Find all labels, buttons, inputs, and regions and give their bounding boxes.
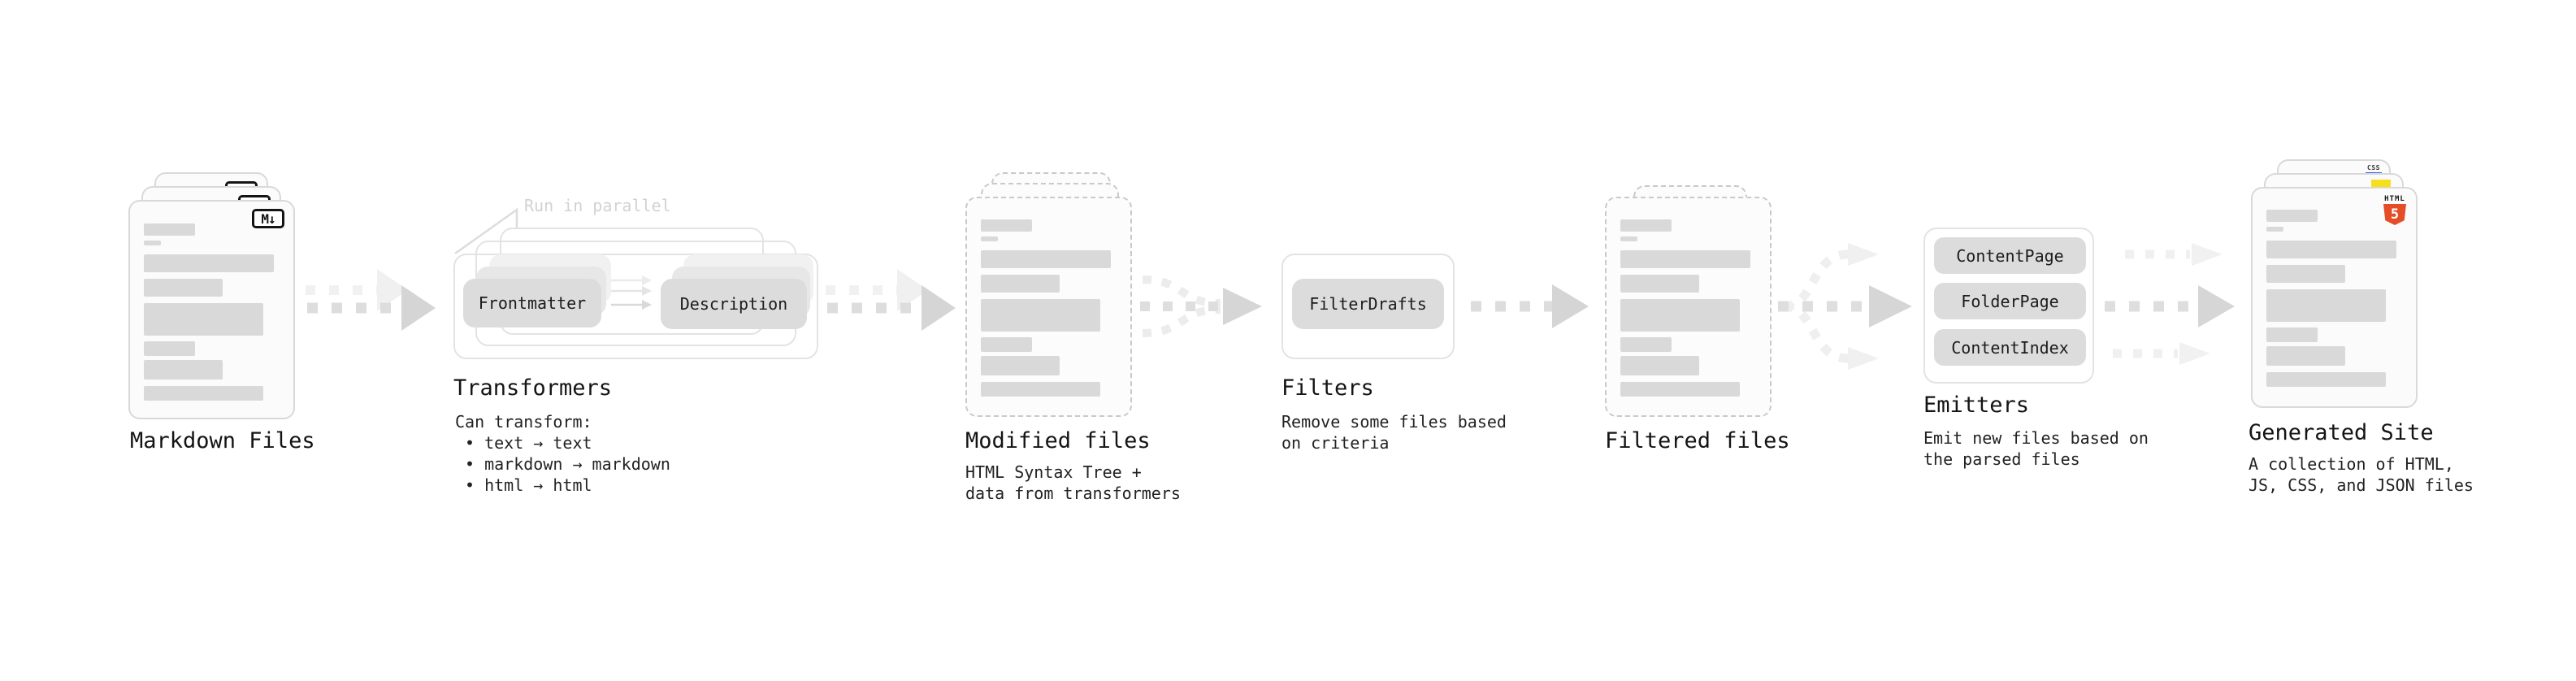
arrow-filters-to-filtered bbox=[1471, 284, 1589, 328]
file-card-front bbox=[1605, 197, 1772, 417]
text-line-placeholder bbox=[981, 299, 1100, 332]
text-line-placeholder bbox=[2266, 241, 2396, 258]
card-content-placeholder bbox=[1620, 219, 1750, 397]
text-line-placeholder bbox=[1620, 356, 1699, 375]
transformers-bullet: • markdown → markdown bbox=[465, 454, 670, 474]
text-line-placeholder bbox=[144, 386, 263, 401]
text-line-placeholder bbox=[1620, 337, 1672, 352]
text-line-placeholder bbox=[981, 337, 1032, 352]
node-contentpage: ContentPage bbox=[1934, 237, 2086, 274]
modified-files-subtitle: data from transformers bbox=[965, 484, 1181, 503]
stage-title-generated-site: Generated Site bbox=[2249, 420, 2434, 445]
run-in-parallel-label: Run in parallel bbox=[524, 196, 671, 215]
stage-title-filtered-files: Filtered files bbox=[1605, 428, 1790, 453]
arrow-modified-to-filters bbox=[1140, 275, 1262, 337]
node-description: Description bbox=[661, 279, 807, 329]
card-content-placeholder bbox=[2266, 210, 2396, 387]
text-line-placeholder bbox=[2266, 346, 2345, 366]
arrow-transformers-to-modified bbox=[826, 269, 956, 331]
transformers-frame-front bbox=[453, 254, 818, 359]
html5-icon: HTML 5 bbox=[2383, 195, 2406, 225]
node-label: Description bbox=[679, 294, 788, 314]
arrow-filtered-to-emitters bbox=[1778, 243, 1912, 370]
html5-icon-label: HTML bbox=[2384, 195, 2405, 203]
node-contentindex: ContentIndex bbox=[1934, 329, 2086, 366]
filters-frame bbox=[1281, 254, 1455, 359]
stage-title-filters: Filters bbox=[1281, 375, 1374, 401]
text-line-placeholder bbox=[144, 279, 223, 297]
transformers-bullet: • text → text bbox=[465, 433, 592, 453]
stage-title-markdown-files: Markdown Files bbox=[130, 428, 315, 453]
text-line-placeholder bbox=[2266, 289, 2386, 322]
node-label: FilterDrafts bbox=[1309, 294, 1427, 314]
html5-icon-number: 5 bbox=[2390, 206, 2400, 223]
emitters-subtitle: Emit new files based on bbox=[1923, 428, 2149, 448]
text-line-placeholder bbox=[1620, 275, 1699, 293]
file-card-front: M↓ bbox=[128, 200, 295, 419]
text-line-placeholder bbox=[2266, 210, 2318, 222]
filters-subtitle: Remove some files based bbox=[1281, 412, 1507, 432]
parallel-arrows-icon bbox=[611, 275, 652, 310]
text-line-placeholder bbox=[981, 219, 1032, 232]
file-card-front bbox=[965, 197, 1132, 417]
text-line-placeholder bbox=[144, 223, 195, 236]
callout-leader-line bbox=[454, 207, 518, 255]
node-label: Frontmatter bbox=[478, 293, 587, 313]
arrow-emitters-to-generated bbox=[2105, 243, 2235, 365]
text-line-placeholder bbox=[1620, 236, 1637, 241]
transformers-bullet: • html → html bbox=[465, 475, 592, 495]
text-line-placeholder bbox=[981, 236, 998, 241]
node-label: ContentIndex bbox=[1951, 337, 2069, 358]
emitters-frame bbox=[1923, 228, 2094, 384]
node-label: FolderPage bbox=[1961, 291, 2059, 311]
markdown-icon: M↓ bbox=[252, 209, 284, 228]
node-folderpage: FolderPage bbox=[1934, 283, 2086, 319]
generated-site-subtitle: JS, CSS, and JSON files bbox=[2249, 475, 2474, 495]
node-label: ContentPage bbox=[1956, 245, 2064, 266]
text-line-placeholder bbox=[2266, 372, 2386, 387]
stage-title-modified-files: Modified files bbox=[965, 428, 1151, 453]
generated-site-subtitle: A collection of HTML, bbox=[2249, 454, 2454, 474]
markdown-icon-glyph: M↓ bbox=[261, 210, 275, 227]
text-line-placeholder bbox=[144, 254, 274, 272]
text-line-placeholder bbox=[144, 341, 195, 356]
text-line-placeholder bbox=[1620, 250, 1750, 268]
text-line-placeholder bbox=[144, 360, 223, 380]
card-content-placeholder bbox=[144, 223, 274, 401]
text-line-placeholder bbox=[1620, 382, 1740, 397]
filters-subtitle: on criteria bbox=[1281, 433, 1390, 453]
node-frontmatter: Frontmatter bbox=[463, 279, 601, 327]
node-filterdrafts: FilterDrafts bbox=[1292, 279, 1444, 329]
text-line-placeholder bbox=[144, 241, 161, 245]
text-line-placeholder bbox=[1620, 219, 1672, 232]
text-line-placeholder bbox=[2266, 227, 2283, 232]
text-line-placeholder bbox=[981, 382, 1100, 397]
text-line-placeholder bbox=[144, 303, 263, 336]
file-card-front: HTML 5 bbox=[2251, 187, 2418, 408]
transformers-note-heading: Can transform: bbox=[455, 412, 592, 432]
stage-title-emitters: Emitters bbox=[1923, 393, 2030, 418]
text-line-placeholder bbox=[981, 356, 1060, 375]
emitters-subtitle: the parsed files bbox=[1923, 449, 2080, 469]
text-line-placeholder bbox=[2266, 327, 2318, 342]
text-line-placeholder bbox=[1620, 299, 1740, 332]
card-content-placeholder bbox=[981, 219, 1111, 397]
modified-files-subtitle: HTML Syntax Tree + bbox=[965, 462, 1142, 482]
arrow-markdown-to-transformers bbox=[306, 269, 436, 331]
css-icon-label: CSS bbox=[2367, 164, 2380, 171]
text-line-placeholder bbox=[981, 250, 1111, 268]
stage-title-transformers: Transformers bbox=[453, 375, 613, 401]
text-line-placeholder bbox=[981, 275, 1060, 293]
text-line-placeholder bbox=[2266, 265, 2345, 283]
